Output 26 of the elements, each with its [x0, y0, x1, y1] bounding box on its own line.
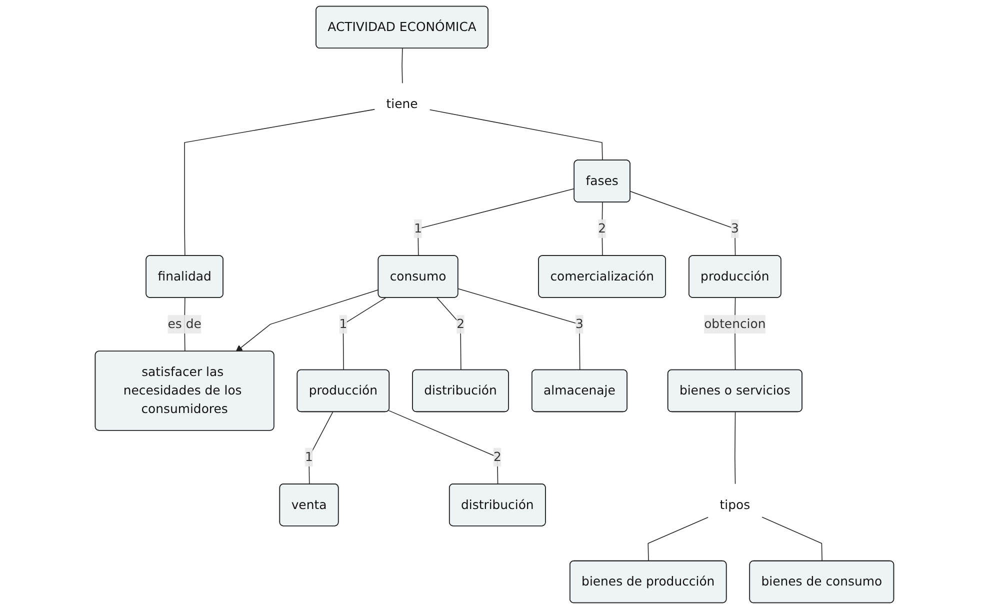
connector — [184, 108, 376, 256]
connector — [308, 412, 334, 485]
connector — [458, 288, 580, 371]
edge-label: obtencion — [704, 316, 766, 332]
connector — [342, 298, 386, 371]
connector — [630, 191, 736, 256]
edge-label: 2 — [493, 449, 502, 464]
edge-label: 2 — [598, 220, 606, 236]
connector — [402, 48, 403, 84]
connector — [734, 412, 736, 485]
edge-label: es de — [168, 316, 202, 332]
edge-label: 2 — [456, 316, 464, 332]
node-text: tiene — [386, 96, 418, 112]
connector — [648, 516, 709, 562]
connector — [436, 298, 462, 371]
node-text: tipos — [720, 497, 750, 512]
edge-label: 1 — [339, 316, 348, 332]
arrow — [236, 289, 379, 352]
edge-label: 1 — [305, 449, 313, 464]
connector — [429, 109, 603, 161]
connector — [762, 516, 822, 562]
connector — [388, 410, 498, 485]
edge-label: 1 — [414, 220, 422, 236]
connector — [418, 188, 575, 256]
edge-label: 3 — [730, 220, 739, 236]
edge-label: 3 — [576, 316, 584, 332]
